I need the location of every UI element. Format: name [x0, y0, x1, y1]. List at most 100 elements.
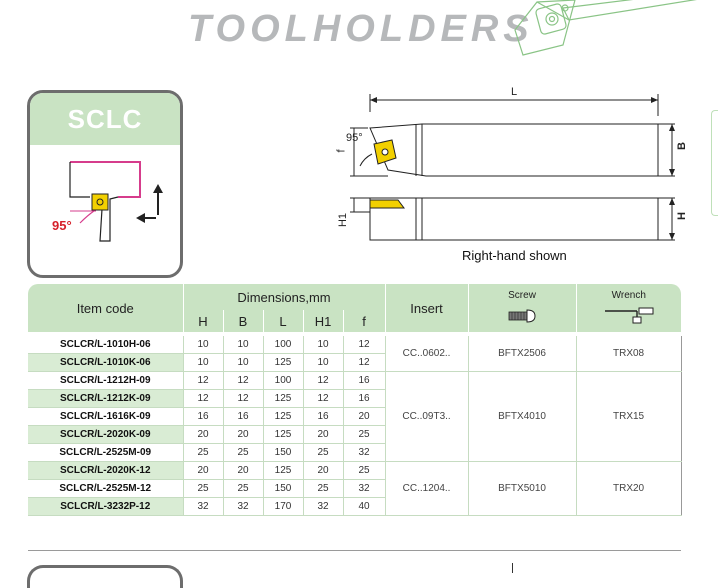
dimension-drawing [350, 94, 675, 241]
header-col-L: L [263, 310, 304, 332]
cell-H: 12 [183, 389, 224, 408]
cell-H: 10 [183, 336, 224, 354]
cell-f: 12 [343, 336, 386, 354]
approach-angle-diagram [69, 161, 163, 242]
dimension-B-label: B [675, 142, 688, 150]
header-col-H1: H1 [303, 310, 344, 332]
toolholder-corner-illustration [514, 0, 697, 56]
cell-B: 25 [223, 443, 264, 462]
insert-cell: CC..09T3.. [385, 371, 469, 462]
series-name: SCLC [30, 93, 180, 145]
angle-label: 95° [346, 132, 363, 144]
header-insert: Insert [385, 284, 469, 332]
cell-f: 25 [343, 425, 386, 444]
cell-H: 20 [183, 425, 224, 444]
header-wrench-label: Wrench [611, 290, 646, 301]
cell-H1: 12 [303, 389, 344, 408]
cell-L: 125 [263, 425, 304, 444]
header-screw: Screw [468, 284, 577, 332]
cell-H1: 10 [303, 353, 344, 372]
header-col-H: H [183, 310, 224, 332]
cell-H: 10 [183, 353, 224, 372]
item-code: SCLCR/L-2525M-09 [28, 443, 184, 462]
item-code: SCLCR/L-1616K-09 [28, 407, 184, 426]
cell-H: 12 [183, 371, 224, 390]
wrench-cell: TRX08 [576, 336, 682, 372]
cell-f: 16 [343, 389, 386, 408]
table-row: SCLCR/L-2020K-12 20 20 125 20 25 CC..120… [28, 461, 682, 516]
header-wrench: Wrench [576, 284, 682, 332]
cell-L: 100 [263, 336, 304, 354]
cell-L: 125 [263, 407, 304, 426]
table-row: SCLCR/L-1010H-06 10 10 100 10 12 CC..060… [28, 336, 682, 372]
item-code: SCLCR/L-1212K-09 [28, 389, 184, 408]
table-row: SCLCR/L-1212H-09 12 12 100 12 16 CC..09T… [28, 371, 682, 462]
header-col-f: f [343, 310, 386, 332]
page-title: TOOLHOLDERS [188, 8, 534, 50]
screw-icon [508, 309, 536, 323]
header-col-B: B [223, 310, 264, 332]
cell-H1: 20 [303, 425, 344, 444]
cell-H1: 32 [303, 497, 344, 516]
table-row: SCLCR/L-2020K-09 20 20 125 20 25 [28, 425, 681, 444]
cell-B: 20 [223, 461, 264, 480]
cell-f: 12 [343, 353, 386, 372]
cell-H: 20 [183, 461, 224, 480]
cell-f: 32 [343, 479, 386, 498]
table-row: SCLCR/L-1212K-09 12 12 125 12 16 [28, 389, 681, 408]
insert-cell: CC..0602.. [385, 336, 469, 372]
wrench-cell: TRX20 [576, 461, 682, 516]
table-bottom-rule [28, 550, 681, 551]
cell-B: 32 [223, 497, 264, 516]
insert-cell: CC..1204.. [385, 461, 469, 516]
dimension-H1-label: H1 [337, 212, 350, 228]
table-row: SCLCR/L-1010K-06 10 10 125 10 12 [28, 353, 681, 372]
item-code: SCLCR/L-2525M-12 [28, 479, 184, 498]
header-dimensions: Dimensions,mm [183, 284, 386, 310]
approach-angle-label: 95° [52, 218, 72, 233]
cell-L: 100 [263, 371, 304, 390]
next-series-card-edge [27, 565, 183, 588]
table-row: SCLCR/L-2525M-12 25 25 150 25 32 [28, 479, 681, 498]
table-row: SCLCR/L-3232P-12 32 32 170 32 40 [28, 497, 681, 516]
item-code: SCLCR/L-3232P-12 [28, 497, 184, 516]
table-row: SCLCR/L-2525M-09 25 25 150 25 32 [28, 443, 681, 462]
cell-f: 20 [343, 407, 386, 426]
cell-B: 16 [223, 407, 264, 426]
dimension-H-label: H [675, 212, 688, 220]
side-tab [711, 110, 718, 216]
screw-cell: BFTX5010 [468, 461, 577, 516]
header-screw-label: Screw [508, 290, 536, 301]
next-drawing-tick [512, 563, 513, 573]
item-code: SCLCR/L-1010K-06 [28, 353, 184, 372]
series-card: SCLC 95° [27, 90, 183, 278]
cell-H1: 25 [303, 479, 344, 498]
cell-H1: 25 [303, 443, 344, 462]
cell-f: 16 [343, 371, 386, 390]
cell-f: 40 [343, 497, 386, 516]
item-code: SCLCR/L-1010H-06 [28, 336, 184, 354]
header-item-code: Item code [28, 284, 184, 332]
cell-f: 25 [343, 461, 386, 480]
cell-H1: 20 [303, 461, 344, 480]
screw-cell: BFTX2506 [468, 336, 577, 372]
cell-H: 25 [183, 443, 224, 462]
cell-H: 32 [183, 497, 224, 516]
table-row: SCLCR/L-1616K-09 16 16 125 16 20 [28, 407, 681, 426]
cell-L: 125 [263, 389, 304, 408]
cell-H: 16 [183, 407, 224, 426]
cell-B: 10 [223, 336, 264, 354]
cell-f: 32 [343, 443, 386, 462]
cell-L: 125 [263, 461, 304, 480]
cell-H1: 12 [303, 371, 344, 390]
item-code: SCLCR/L-2020K-09 [28, 425, 184, 444]
cell-H1: 16 [303, 407, 344, 426]
cell-B: 12 [223, 389, 264, 408]
cell-B: 20 [223, 425, 264, 444]
cell-H1: 10 [303, 336, 344, 354]
cell-H: 25 [183, 479, 224, 498]
dimension-f-label: f [335, 149, 348, 153]
cell-B: 10 [223, 353, 264, 372]
wrench-icon [604, 307, 654, 324]
cell-L: 150 [263, 479, 304, 498]
